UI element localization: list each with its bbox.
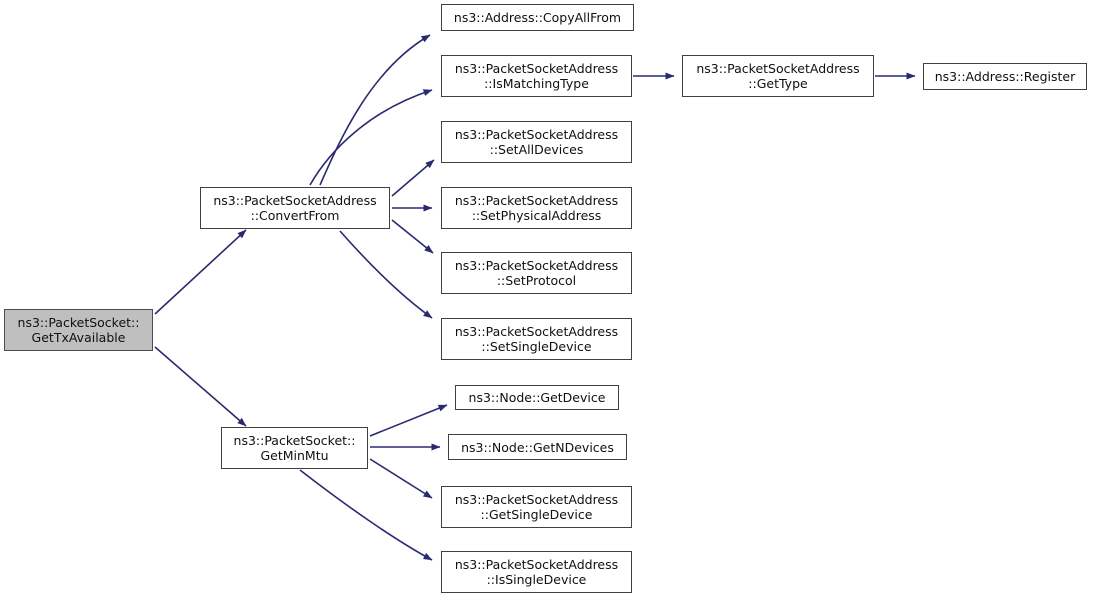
graph-node-node_get_n_devices[interactable]: ns3::Node::GetNDevices [448,434,627,460]
graph-node-copy_all_from[interactable]: ns3::Address::CopyAllFrom [441,4,634,31]
graph-node-label: ns3::PacketSocket:: GetMinMtu [233,433,356,463]
graph-node-set_protocol[interactable]: ns3::PacketSocketAddress ::SetProtocol [441,252,632,294]
graph-node-label: ns3::Node::GetNDevices [461,439,614,455]
graph-node-label: ns3::PacketSocketAddress ::GetType [696,61,860,91]
graph-node-get_min_mtu[interactable]: ns3::PacketSocket:: GetMinMtu [221,427,368,469]
graph-node-label: ns3::PacketSocket:: GetTxAvailable [17,315,140,345]
graph-edge-get_min_mtu-to-is_single_device [299,469,433,561]
graph-node-label: ns3::PacketSocketAddress ::GetSingleDevi… [454,492,619,522]
graph-node-is_matching_type[interactable]: ns3::PacketSocketAddress ::IsMatchingTyp… [441,55,632,97]
graph-node-get_tx_available[interactable]: ns3::PacketSocket:: GetTxAvailable [4,309,153,351]
graph-edge-convert_from-to-is_matching_type [309,89,433,186]
graph-edge-get_tx_available-to-convert_from [154,229,247,315]
graph-node-label: ns3::PacketSocketAddress ::SetPhysicalAd… [454,193,619,223]
graph-node-get_type[interactable]: ns3::PacketSocketAddress ::GetType [682,55,874,97]
graph-node-label: ns3::PacketSocketAddress ::SetAllDevices [454,127,619,157]
graph-node-convert_from[interactable]: ns3::PacketSocketAddress ::ConvertFrom [200,187,390,229]
graph-node-label: ns3::PacketSocketAddress ::SetProtocol [454,258,619,288]
graph-edge-get_min_mtu-to-node_get_device [369,404,448,437]
graph-node-set_all_devices[interactable]: ns3::PacketSocketAddress ::SetAllDevices [441,121,632,163]
graph-node-set_physical_address[interactable]: ns3::PacketSocketAddress ::SetPhysicalAd… [441,187,632,229]
graph-edge-get_min_mtu-to-get_single_device [369,458,433,499]
graph-node-label: ns3::PacketSocketAddress ::SetSingleDevi… [454,324,619,354]
graph-node-address_register[interactable]: ns3::Address::Register [923,63,1087,90]
graph-node-label: ns3::PacketSocketAddress ::IsMatchingTyp… [454,61,619,91]
graph-node-label: ns3::PacketSocketAddress ::IsSingleDevic… [454,557,619,587]
graph-edge-get_tx_available-to-get_min_mtu [154,346,247,427]
graph-node-label: ns3::Address::CopyAllFrom [453,10,622,25]
graph-node-get_single_device[interactable]: ns3::PacketSocketAddress ::GetSingleDevi… [441,486,632,528]
graph-node-node_get_device[interactable]: ns3::Node::GetDevice [455,385,619,410]
graph-edge-convert_from-to-copy_all_from [319,34,431,186]
graph-edge-convert_from-to-set_protocol [391,219,434,254]
graph-edge-convert_from-to-set_single_device [339,230,433,319]
graph-node-label: ns3::Node::GetDevice [468,390,606,405]
graph-node-set_single_device[interactable]: ns3::PacketSocketAddress ::SetSingleDevi… [441,318,632,360]
graph-node-is_single_device[interactable]: ns3::PacketSocketAddress ::IsSingleDevic… [441,551,632,593]
graph-node-label: ns3::PacketSocketAddress ::ConvertFrom [213,193,377,223]
graph-node-label: ns3::Address::Register [934,69,1076,84]
graph-edge-convert_from-to-set_all_devices [391,159,435,197]
